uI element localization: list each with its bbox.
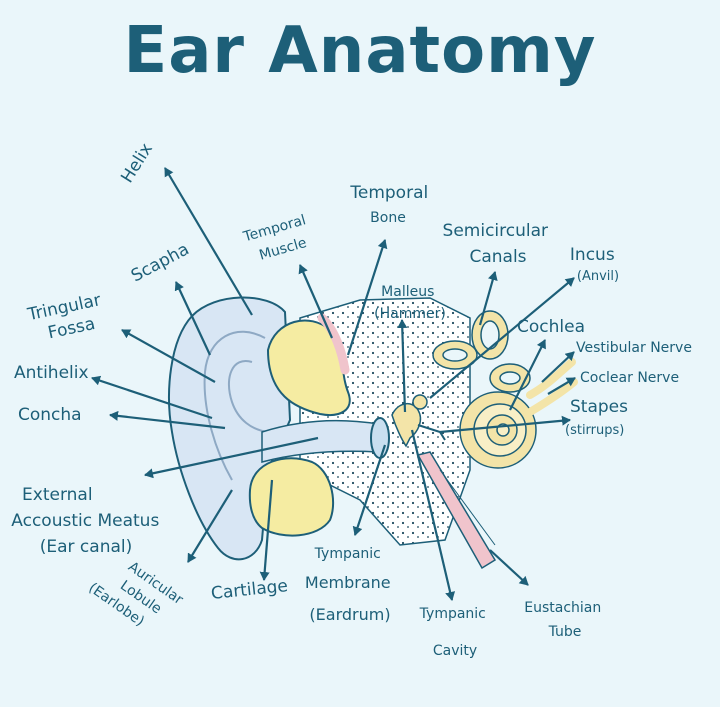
page-title: Ear Anatomy: [123, 14, 597, 88]
label-concha: Concha: [18, 405, 82, 425]
label-antihelix: Antihelix: [14, 363, 89, 383]
upper-cartilage: [266, 319, 351, 416]
label-triangular-fossa: Tringular Fossa: [25, 289, 112, 347]
label-lobule: Auricular Lobule (Earlobe): [86, 547, 190, 643]
label-temporal-bone: Temporal Bone: [349, 183, 433, 226]
label-helix: Helix: [117, 140, 157, 187]
label-coclear-nerve: Coclear Nerve: [580, 370, 679, 386]
label-malleus: Malleus (Hammer): [374, 284, 446, 322]
label-tympanic-membrane: Tympanic Membrane (Eardrum): [305, 546, 395, 624]
label-cochlea: Cochlea: [517, 317, 585, 337]
leader-arrows: [91, 167, 576, 601]
label-semicircular-canals: Semicircular Canals: [443, 221, 554, 267]
label-tympanic-cavity: Tympanic Cavity: [419, 606, 491, 659]
lower-cartilage: [248, 457, 335, 537]
label-vestibular-nerve: Vestibular Nerve: [576, 340, 692, 356]
eustachian-tube: [416, 451, 497, 570]
semicircular-canals: [432, 310, 531, 393]
antihelix-fold: [203, 330, 266, 481]
cochlea: [459, 391, 537, 469]
eardrum: [370, 417, 390, 459]
label-external-meatus: External Accoustic Meatus (Ear canal): [11, 485, 164, 557]
label-temporal-muscle: Temporal Muscle: [241, 211, 318, 267]
label-eustachian-tube: Eustachian Tube: [524, 600, 605, 640]
label-scapha: Scapha: [128, 239, 193, 286]
label-incus: Incus (Anvil): [570, 245, 620, 284]
label-cartilage: Cartilage: [210, 576, 289, 604]
label-stapes: Stapes (stirrups): [565, 397, 633, 438]
